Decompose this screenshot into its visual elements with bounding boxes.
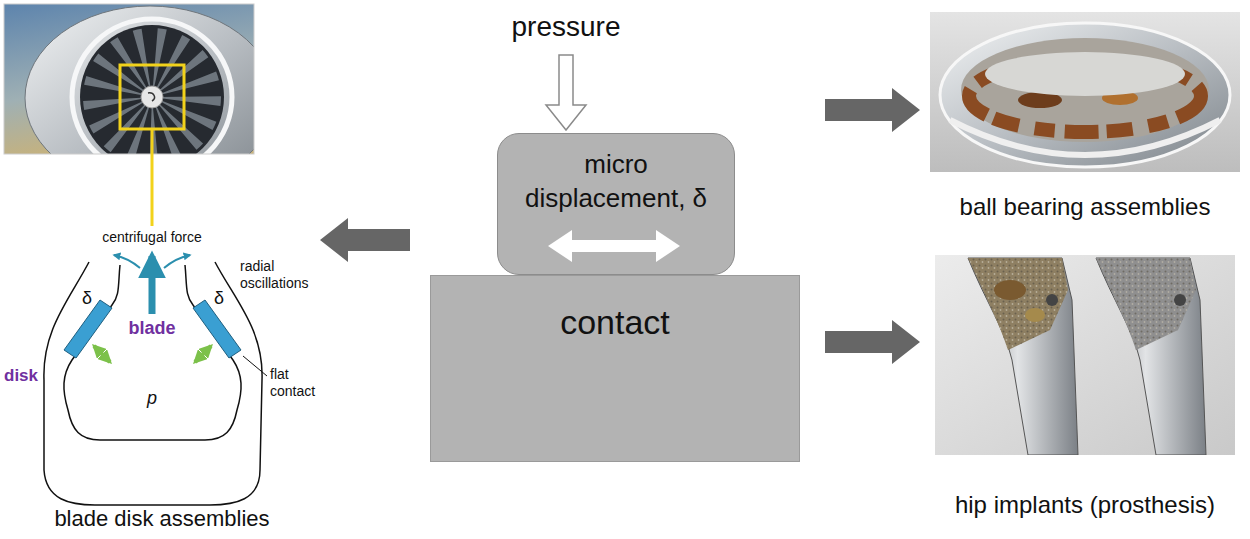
photo-ground bbox=[935, 255, 1235, 455]
centrifugal-arrow bbox=[149, 256, 156, 314]
zoom-square bbox=[120, 65, 184, 129]
ring-lip bbox=[950, 120, 1220, 155]
nacelle bbox=[25, 6, 254, 154]
engine-photo bbox=[4, 4, 254, 154]
outer-ring bbox=[940, 23, 1230, 167]
block-arrow bbox=[825, 320, 920, 364]
stain bbox=[994, 280, 1026, 300]
fan-blades bbox=[114, 59, 190, 135]
stem-hole bbox=[1174, 294, 1186, 306]
coating-texture bbox=[968, 258, 1068, 350]
node-text: ball bearing assemblies bbox=[960, 193, 1211, 222]
leader-line bbox=[243, 356, 267, 376]
ring-rim bbox=[940, 23, 1230, 167]
pressure-label: pressure bbox=[512, 10, 621, 44]
symbol-label: δ bbox=[82, 288, 92, 310]
stem-coating bbox=[1096, 258, 1196, 350]
application-photo: hip implants (prosthesis) bbox=[928, 250, 1242, 532]
zoom-line bbox=[151, 129, 154, 226]
pressure-arrow bbox=[94, 346, 110, 362]
contact-patch bbox=[193, 300, 241, 358]
photo-ground bbox=[930, 12, 1240, 172]
spinner-swirl bbox=[148, 93, 155, 101]
contact-box: contact bbox=[430, 275, 800, 462]
inner-race bbox=[961, 38, 1209, 142]
node-text: hip implants (prosthesis) bbox=[955, 491, 1215, 520]
photo-frame bbox=[4, 4, 254, 154]
oscillation-arrow bbox=[164, 255, 190, 268]
stem-hole bbox=[1046, 294, 1058, 306]
block-arrow bbox=[825, 88, 920, 132]
stem-coating bbox=[968, 258, 1068, 350]
pressure-arrow bbox=[195, 346, 211, 362]
blade-disk-sketch bbox=[44, 255, 267, 505]
race-highlight bbox=[985, 52, 1185, 96]
symbol-label: δ bbox=[214, 288, 224, 310]
spinner bbox=[141, 86, 163, 108]
part-label: disk bbox=[4, 366, 38, 386]
oscillation-arrow bbox=[114, 255, 140, 268]
pressure-arrow bbox=[546, 55, 586, 130]
implant-stem bbox=[1096, 258, 1206, 455]
stain bbox=[1025, 308, 1045, 322]
symbol-label: p bbox=[147, 388, 157, 410]
force-label: centrifugal force bbox=[102, 229, 202, 246]
application-photo: ball bearing assemblies bbox=[928, 8, 1242, 230]
block-arrow bbox=[320, 218, 410, 262]
ball-bearing-photo bbox=[930, 12, 1240, 172]
process-box: micro displacement, δ bbox=[497, 133, 735, 275]
node-text: micro displacement, δ bbox=[509, 148, 723, 216]
oscillation-label: radial oscillations bbox=[240, 258, 330, 292]
hip-implant-photo bbox=[935, 255, 1235, 455]
contact-patch bbox=[64, 300, 112, 358]
node-text: contact bbox=[560, 302, 670, 343]
part-label: blade bbox=[128, 318, 175, 340]
implant-stem bbox=[968, 258, 1078, 455]
callout-label: flat contact bbox=[270, 366, 326, 400]
coating-texture bbox=[1096, 258, 1196, 350]
node-text: blade disk assemblies bbox=[54, 506, 269, 532]
